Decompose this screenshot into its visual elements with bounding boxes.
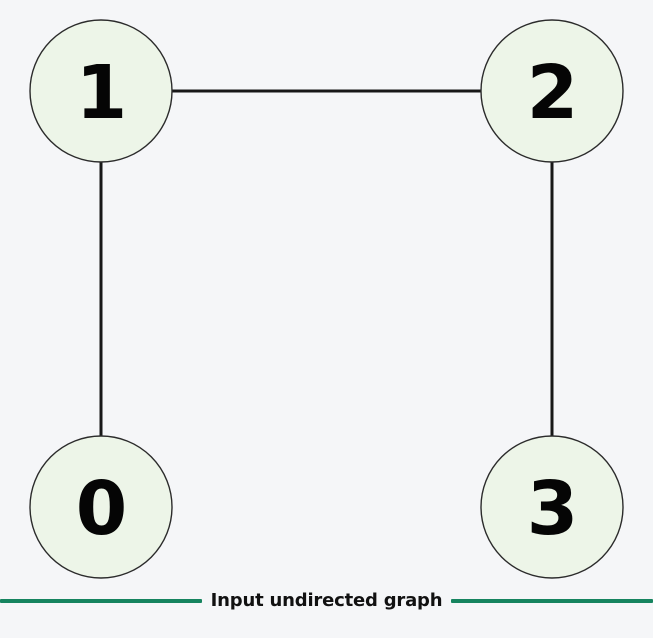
node-group: 1 2 0 3 — [29, 19, 624, 579]
node-0[interactable]: 0 — [29, 435, 173, 579]
node-label-0: 0 — [76, 466, 127, 552]
node-circle-1[interactable] — [29, 19, 173, 163]
caption-bar: Input undirected graph — [0, 586, 653, 616]
node-circle-3[interactable] — [480, 435, 624, 579]
caption-rule-right — [451, 599, 653, 603]
node-label-2: 2 — [527, 50, 578, 136]
graph-svg: 1 2 0 3 — [29, 19, 624, 579]
node-circle-0[interactable] — [29, 435, 173, 579]
edge-group — [99, 89, 554, 436]
node-label-3: 3 — [527, 466, 578, 552]
caption-rule-left — [0, 599, 202, 603]
node-label-1: 1 — [76, 50, 127, 136]
node-1[interactable]: 1 — [29, 19, 173, 163]
node-3[interactable]: 3 — [480, 435, 624, 579]
caption-label: Input undirected graph — [210, 590, 443, 611]
node-2[interactable]: 2 — [480, 19, 624, 163]
graph-canvas: 1 2 0 3 — [29, 19, 624, 579]
node-circle-2[interactable] — [480, 19, 624, 163]
